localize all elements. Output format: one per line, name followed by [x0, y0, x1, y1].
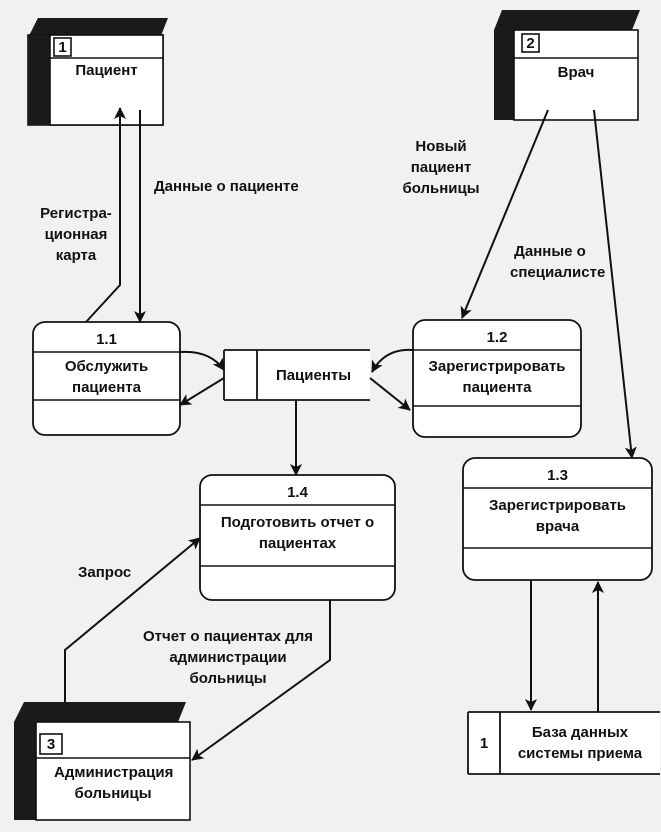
entity-patient-id: 1 [58, 39, 67, 56]
process-1-1-name: Обслужить пациента [64, 358, 149, 396]
flow-report-admin [191, 600, 331, 761]
datastore-reception-db[interactable] [467, 711, 660, 775]
flow-store-to-service [179, 377, 225, 406]
flow-label-specialist-data: Данные о специалисте [510, 243, 606, 281]
flow-service-to-store [179, 350, 225, 371]
process-1-2[interactable] [412, 319, 582, 438]
process-1-3-id: 1.3 [547, 467, 568, 484]
flow-specialist-data [593, 109, 637, 459]
flow-label-registration-card: Регистра-ционная карта [40, 205, 112, 264]
flow-register-to-store [371, 348, 414, 373]
flow-request [64, 537, 201, 702]
process-1-2-name: Зарегистрировать пациента [428, 358, 566, 396]
flow-new-patient [460, 109, 549, 319]
entity-doctor-id: 2 [526, 35, 535, 52]
datastore-patients-name: Пациенты [275, 367, 352, 384]
process-1-2-id: 1.2 [486, 329, 508, 346]
entity-doctor[interactable] [494, 10, 640, 121]
process-1-1[interactable] [32, 321, 181, 436]
process-1-3-name: Зарегистрировать врача [488, 497, 627, 535]
flow-label-patient-data: Данные о пациенте [154, 178, 299, 195]
process-1-4-name: Подготовить отчет о пациентах [220, 514, 375, 552]
entity-administration-name: Администрация больницы [54, 764, 174, 802]
entity-administration-id: 3 [46, 736, 56, 753]
flow-label-new-patient: Новый пациент больницы [402, 138, 480, 197]
flow-registration-card [85, 107, 126, 323]
process-1-1-id: 1.1 [96, 331, 117, 348]
datastore-reception-db-name: База данных системы приема [517, 724, 643, 762]
entity-doctor-name: Врач [557, 64, 595, 81]
flow-label-report-admin: Отчет о пациентах для администрации боль… [143, 628, 313, 687]
process-1-4-id: 1.4 [287, 484, 308, 501]
flow-label-request: Запрос [78, 564, 132, 581]
entity-patient-name: Пациент [75, 62, 138, 79]
process-1-3[interactable] [462, 457, 653, 581]
flow-store-to-register [369, 377, 411, 411]
datastore-reception-db-id: 1 [479, 735, 489, 752]
entity-administration[interactable] [14, 702, 191, 821]
